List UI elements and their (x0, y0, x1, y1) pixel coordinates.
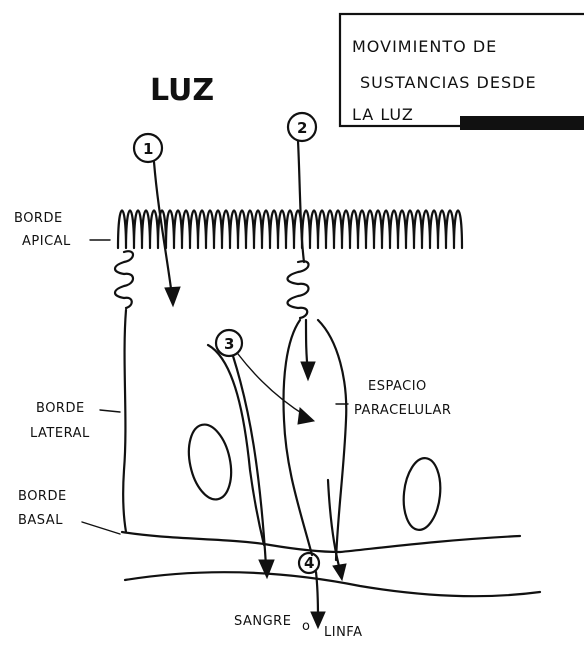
label-linfa: LINFA (324, 625, 362, 640)
route-4-arrowhead (311, 612, 325, 628)
title-line-3: LA LUZ (352, 105, 414, 124)
label-borde-basal-pointer (82, 522, 120, 534)
label-borde-lateral-pointer (100, 410, 120, 412)
paracellular-flow-arrowhead (333, 564, 346, 580)
title-line-2: SUSTANCIAS DESDE (360, 73, 537, 92)
route-3-arrowhead-down (259, 560, 274, 578)
route-2-arrowhead (301, 362, 315, 380)
title-line-1: MOVIMIENTO DE (352, 37, 497, 56)
junction-coil-right (288, 261, 309, 318)
vessel-line (125, 572, 540, 596)
label-borde-basal-2: BASAL (18, 513, 63, 528)
route-3-arrowhead-space (298, 408, 314, 424)
nucleus-left (183, 421, 238, 504)
lateral-membrane-left (123, 310, 126, 532)
label-borde-lateral-1: BORDE (36, 401, 85, 416)
nucleus-right (400, 456, 443, 531)
label-sangre: SANGRE (234, 614, 291, 629)
route-1-arrowhead (165, 287, 180, 306)
lumen-label: LUZ (150, 73, 214, 108)
label-espacio-1: ESPACIO (368, 379, 427, 394)
label-o: o (302, 619, 310, 634)
route-3-number: 3 (224, 335, 234, 353)
label-borde-basal-1: BORDE (18, 489, 67, 504)
label-espacio-2: PARACELULAR (354, 403, 451, 418)
junction-coil-left (115, 251, 133, 308)
label-borde-apical-1: BORDE (14, 211, 63, 226)
route-2-number: 2 (297, 119, 307, 137)
route-4-number: 4 (304, 554, 314, 572)
label-borde-apical-2: APICAL (22, 234, 71, 249)
basal-border (122, 532, 520, 552)
label-borde-lateral-2: LATERAL (30, 426, 90, 441)
route-1-number: 1 (143, 140, 153, 158)
route-3-arrow-to-space (238, 354, 306, 416)
route-4-arrow (316, 572, 318, 618)
title-box: MOVIMIENTO DE SUSTANCIAS DESDE LA LUZ (340, 14, 584, 130)
route-2-arrow (298, 141, 308, 372)
microvilli (118, 211, 462, 249)
